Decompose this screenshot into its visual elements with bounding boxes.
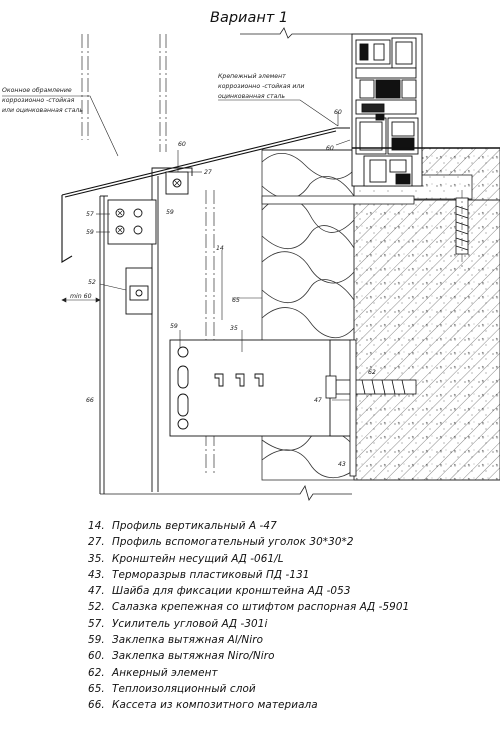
parts-legend: 14.Профиль вертикальный А -47 27.Профиль… bbox=[88, 518, 488, 714]
ref-47: 47 bbox=[314, 397, 322, 404]
frame-note-line-3: или оцинкованная сталь bbox=[2, 107, 83, 114]
min-dimension bbox=[61, 297, 101, 303]
thermal-break-43 bbox=[349, 339, 357, 477]
sill-flashing bbox=[61, 127, 350, 263]
fastener-note-leader bbox=[218, 99, 339, 127]
ref-59-a: 59 bbox=[86, 229, 94, 236]
legend-item: 57.Усилитель угловой АД -301i bbox=[88, 617, 268, 630]
composite-cassette-66 bbox=[99, 195, 108, 494]
legend-item: 27.Профиль вспомогательный уголок 30*30*… bbox=[88, 536, 354, 549]
fastener-note-line-3: оцинкованная сталь bbox=[218, 93, 285, 100]
min-dimension-label: min 60 bbox=[70, 293, 92, 300]
fastener-note-line-2: коррозионно -стойкая или bbox=[218, 83, 304, 90]
legend-item: 14.Профиль вертикальный А -47 bbox=[88, 520, 277, 532]
sill-anchor-bolt bbox=[455, 190, 469, 270]
legend-item: 62.Анкерный элемент bbox=[88, 666, 218, 679]
ref-43: 43 bbox=[338, 461, 346, 468]
legend-item: 35.Кронштейн несущий АД -061/L bbox=[88, 552, 284, 565]
legend-item: 66.Кассета из композитного материала bbox=[88, 699, 318, 712]
frame-note-leader bbox=[2, 95, 119, 157]
fastener-note-line-1: Крепежный элемент bbox=[218, 73, 286, 80]
ref-14: 14 bbox=[216, 245, 224, 252]
legend-item: 65.Теплоизоляционный слой bbox=[88, 682, 256, 695]
ref-62: 62 bbox=[368, 369, 376, 376]
legend-item: 47.Шайба для фиксации кронштейна АД -053 bbox=[88, 585, 351, 598]
ref-57: 57 bbox=[86, 211, 94, 218]
insulation-cap bbox=[261, 195, 415, 205]
concrete-wall bbox=[353, 147, 500, 481]
ref-60-c: 60 bbox=[326, 145, 334, 152]
break-line-bottom bbox=[100, 485, 352, 501]
legend-item: 59.Заклепка вытяжная Al/Niro bbox=[88, 634, 264, 647]
legend-item: 43.Терморазрыв пластиковый ПД -131 bbox=[88, 568, 310, 581]
load-bracket-35 bbox=[169, 339, 353, 437]
reference-leaders bbox=[96, 112, 351, 401]
ref-35: 35 bbox=[230, 325, 238, 332]
break-line-top bbox=[240, 27, 352, 39]
ref-27: 27 bbox=[204, 169, 212, 176]
ref-59-b: 59 bbox=[166, 209, 174, 216]
ref-66: 66 bbox=[86, 397, 94, 404]
ref-59-c: 59 bbox=[170, 323, 178, 330]
frame-note-line-1: Оконное обрамление bbox=[2, 86, 72, 94]
ref-60-b: 60 bbox=[334, 109, 342, 116]
ref-52: 52 bbox=[88, 279, 96, 286]
section-drawing: Вариант 1 bbox=[2, 10, 500, 501]
window-frame bbox=[351, 33, 500, 187]
legend-item: 52.Салазка крепежная со штифтом распорна… bbox=[88, 601, 410, 614]
sliding-bracket-52 bbox=[125, 267, 153, 315]
legend-item: 60.Заклепка вытяжная Niro/Niro bbox=[88, 650, 275, 663]
drawing-title: Вариант 1 bbox=[210, 10, 288, 26]
ref-60-a: 60 bbox=[178, 141, 186, 148]
corner-reinforcement-57 bbox=[107, 199, 157, 245]
vertical-profile-14 bbox=[151, 167, 215, 492]
angle-profile-27 bbox=[165, 171, 189, 195]
frame-note-line-2: коррозионно -стойкая bbox=[2, 97, 75, 104]
facade-hidden-lines bbox=[81, 34, 167, 152]
ref-65: 65 bbox=[232, 297, 240, 304]
